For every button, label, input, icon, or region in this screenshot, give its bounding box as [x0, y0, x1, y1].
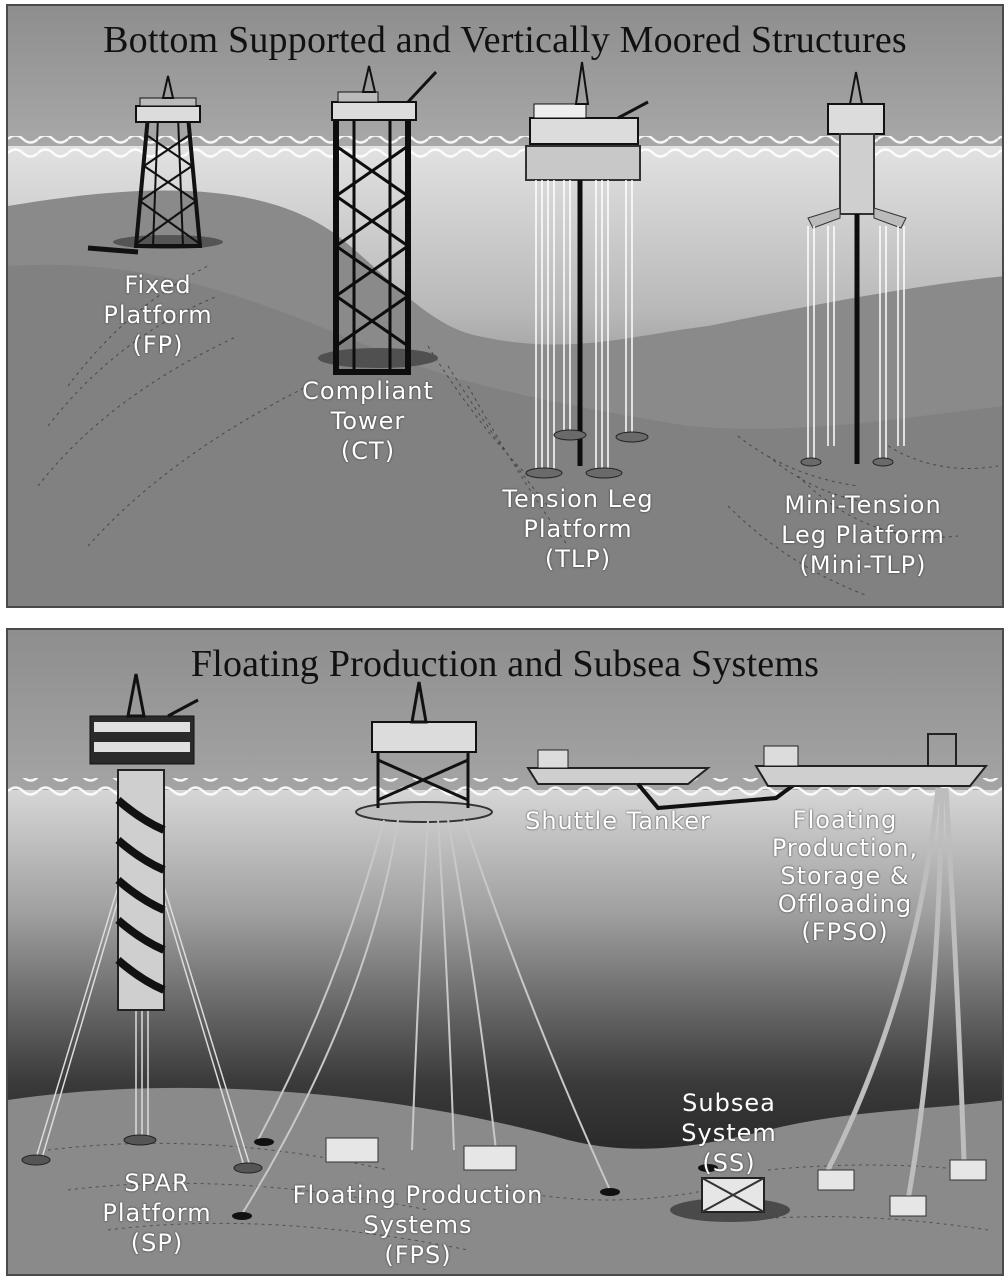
- label-line: Subsea: [682, 1089, 776, 1117]
- label-line: (SP): [130, 1229, 184, 1257]
- label-fpso: Floating Production, Storage & Offloadin…: [760, 806, 930, 946]
- label-line: (TLP): [544, 545, 612, 573]
- label-subsea-system: Subsea System (SS): [664, 1088, 794, 1178]
- top-scene: [8, 6, 1002, 606]
- label-line: Tower: [330, 407, 406, 435]
- label-line: (CT): [340, 437, 396, 465]
- label-line: (FPSO): [801, 918, 889, 946]
- spar-platform-illustration: [21, 673, 263, 1174]
- label-line: Fixed: [124, 271, 192, 299]
- label-line: (FPS): [384, 1241, 452, 1269]
- label-tension-leg-platform: Tension Leg Platform (TLP): [478, 484, 678, 574]
- label-spar-platform: SPAR Platform (SP): [82, 1168, 232, 1258]
- label-line: Production,: [771, 834, 919, 862]
- label-line: Platform: [102, 1199, 212, 1227]
- floating-production-system-illustration: [232, 681, 620, 1220]
- label-line: Floating Production: [292, 1181, 544, 1209]
- top-panel: Bottom Supported and Vertically Moored S…: [6, 4, 1004, 608]
- label-line: SPAR: [124, 1169, 190, 1197]
- label-compliant-tower: Compliant Tower (CT): [288, 376, 448, 466]
- label-line: (SS): [702, 1149, 756, 1177]
- label-line: Systems: [363, 1211, 473, 1239]
- label-line: Leg Platform: [781, 521, 945, 549]
- fpso-illustration: [754, 733, 989, 1217]
- label-line: Mini-Tension: [784, 491, 942, 519]
- label-mini-tlp: Mini-Tension Leg Platform (Mini-TLP): [758, 490, 968, 580]
- mini-tlp-illustration: [800, 71, 907, 467]
- compliant-tower-illustration: [318, 65, 438, 375]
- top-panel-title: Bottom Supported and Vertically Moored S…: [103, 19, 907, 61]
- label-line: (FP): [132, 331, 184, 359]
- tension-leg-platform-illustration: [525, 61, 649, 479]
- label-line: Storage &: [780, 862, 910, 890]
- bottom-panel-title: Floating Production and Subsea Systems: [190, 643, 820, 685]
- label-line: Tension Leg: [502, 485, 654, 513]
- seabed: [8, 1087, 1002, 1274]
- label-line: Shuttle Tanker: [525, 807, 711, 835]
- label-line: Platform: [103, 301, 213, 329]
- subsea-template-icon: [325, 1137, 517, 1171]
- label-line: Platform: [523, 515, 633, 543]
- label-line: (Mini-TLP): [799, 551, 927, 579]
- label-shuttle-tanker: Shuttle Tanker: [518, 806, 718, 836]
- fixed-platform-illustration: [87, 75, 223, 255]
- bottom-panel: Floating Production and Subsea Systems S…: [6, 628, 1004, 1276]
- shuttle-tanker-illustration: [526, 749, 800, 811]
- sea-surface: [8, 136, 1002, 158]
- label-line: System: [681, 1119, 777, 1147]
- label-line: Floating: [792, 806, 898, 834]
- label-line: Compliant: [302, 377, 434, 405]
- label-floating-production-systems: Floating Production Systems (FPS): [278, 1180, 558, 1270]
- sea-surface: [8, 778, 1002, 800]
- bottom-scene: [8, 630, 1002, 1274]
- label-line: Offloading: [777, 890, 913, 918]
- subsea-system-illustration: [670, 1164, 790, 1222]
- label-fixed-platform: Fixed Platform (FP): [98, 270, 218, 360]
